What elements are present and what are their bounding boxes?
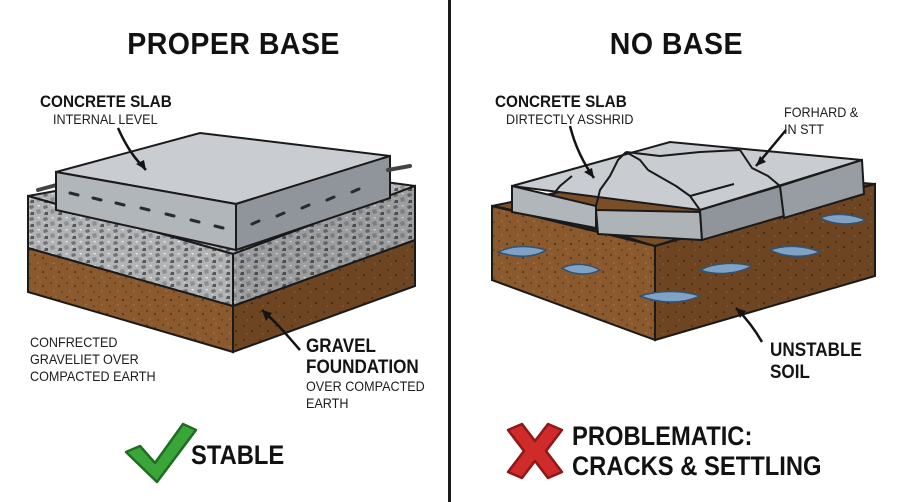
rebar-ends bbox=[68, 187, 361, 230]
check-icon bbox=[124, 422, 198, 484]
left-slab-sublabel: INTERNAL LEVEL bbox=[53, 111, 158, 127]
no-base-diagram bbox=[491, 125, 876, 480]
left-side-note: CONFRECTED GRAVELIET OVER COMPACTED EART… bbox=[30, 334, 156, 384]
left-panel-title: PROPER BASE bbox=[127, 26, 340, 61]
water-pockets bbox=[495, 213, 868, 303]
slab-front-right bbox=[235, 154, 391, 252]
cracks bbox=[551, 149, 781, 211]
gravel-foundation-label: GRAVEL FOUNDATION OVER COMPACTED EARTH bbox=[306, 336, 425, 411]
right-slab-sublabel: DIRTECTLY ASSHRID bbox=[506, 111, 634, 127]
cracked-slab-front-a bbox=[511, 184, 597, 230]
problematic-verdict: PROBLEMATIC: CRACKS & SETTLING bbox=[572, 421, 822, 481]
cracked-slab-side-b bbox=[778, 158, 866, 220]
stable-verdict: STABLE bbox=[191, 440, 285, 470]
corner-note: FORHARD & IN STT bbox=[784, 104, 859, 137]
right-slab-label: CONCRETE SLAB bbox=[495, 92, 627, 111]
cracked-slab-front-b bbox=[594, 208, 704, 242]
unstable-soil-label: UNSTABLE SOIL bbox=[770, 340, 862, 383]
left-slab-label: CONCRETE SLAB bbox=[40, 92, 172, 111]
x-icon bbox=[506, 422, 564, 480]
proper-base-diagram bbox=[27, 127, 416, 484]
right-panel-title: NO BASE bbox=[609, 26, 743, 61]
